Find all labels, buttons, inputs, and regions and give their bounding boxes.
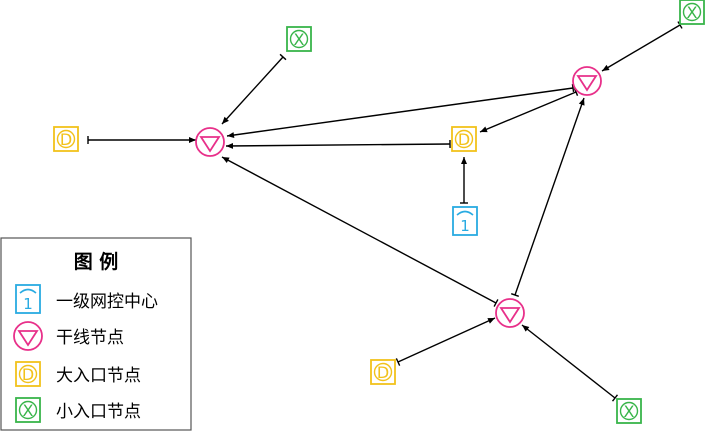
svg-text:X: X: [687, 3, 698, 22]
edge-trunk-topright-to-trunk-left: [226, 83, 575, 139]
svg-text:X: X: [624, 402, 635, 421]
svg-text:1: 1: [23, 295, 33, 313]
legend-row-large: D 大入口节点: [15, 361, 141, 387]
node-large-middle: D: [451, 126, 477, 152]
svg-text:D: D: [22, 365, 34, 384]
legend-label-control: 一级网控中心: [56, 292, 158, 312]
legend-control-icon: 1: [15, 284, 41, 314]
edge-large-middle-to-trunk-left: [225, 139, 451, 149]
node-trunk-bottom: [495, 298, 525, 328]
legend-small-icon: X: [15, 397, 41, 423]
edge-small-topright-to-trunk-topright: [601, 21, 683, 72]
edge-trunk-topright-to-large-middle: [479, 88, 579, 133]
edge-trunk-bottom-to-trunk-left: [221, 156, 499, 307]
svg-text:X: X: [294, 30, 305, 49]
legend-row-control: 1 一级网控中心: [15, 284, 158, 314]
svg-text:D: D: [60, 130, 72, 149]
svg-text:D: D: [377, 363, 389, 382]
trunk-node-icon: [13, 321, 43, 351]
large-entry-node-icon: D: [15, 361, 41, 387]
legend-row-small: X 小入口节点: [15, 397, 141, 423]
node-large-left: D: [53, 126, 79, 152]
edge-small-bottom-to-trunk-bottom: [521, 324, 619, 402]
legend-trunk-icon: [13, 321, 43, 351]
legend-label-trunk: 干线节点: [56, 328, 124, 348]
node-control-center: 1: [452, 206, 478, 236]
edge-trunk-bottom-to-trunk-topright: [510, 97, 585, 297]
node-large-bottom: D: [370, 359, 396, 385]
node-small-top: X: [286, 26, 312, 52]
legend-label-small: 小入口节点: [56, 402, 141, 422]
control-center-icon: 1: [15, 284, 41, 314]
svg-text:1: 1: [460, 217, 470, 235]
node-trunk-left: [195, 127, 225, 157]
edge-small-top-to-trunk-left: [221, 53, 287, 125]
node-small-bottom: X: [616, 398, 642, 424]
edges: [87, 21, 683, 402]
legend: 图 例 1 一级网控中心 干线节点 D 大入口节点 X 小入口节点: [0, 237, 192, 431]
node-trunk-topright: [572, 66, 602, 96]
svg-text:D: D: [458, 130, 470, 149]
legend-row-trunk: 干线节点: [13, 321, 124, 351]
edge-large-left-to-trunk-left: [87, 136, 196, 144]
edge-control-to-large-middle: [460, 157, 468, 204]
edge-large-bottom-to-trunk-bottom: [395, 317, 496, 366]
nodes: D D D X X X 1: [53, 0, 705, 424]
legend-label-large: 大入口节点: [56, 366, 141, 386]
small-entry-node-icon: X: [15, 397, 41, 423]
svg-text:X: X: [23, 401, 34, 420]
legend-large-icon: D: [15, 361, 41, 387]
node-small-topright: X: [679, 0, 705, 25]
legend-title: 图 例: [74, 250, 119, 273]
